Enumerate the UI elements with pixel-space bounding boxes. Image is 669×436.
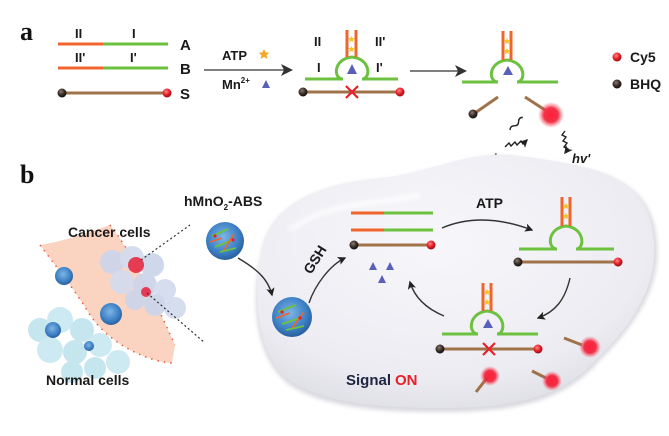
nanoparticle-in-vessel <box>55 267 73 285</box>
normal-cells-cluster <box>28 307 130 383</box>
atp-star-icon <box>348 36 355 42</box>
complex-loop <box>334 55 370 81</box>
atp-star-icon <box>348 46 355 52</box>
cy5-glow <box>542 371 562 391</box>
normal-cells-label: Normal cells <box>46 372 129 388</box>
mn-ion-icon <box>503 66 513 75</box>
cy5-fluorophore <box>533 344 543 354</box>
atp-star-icon <box>483 289 491 295</box>
strand-a-label: A <box>180 37 191 54</box>
atp-star-icon <box>503 48 511 54</box>
mn-label: Mn2+ <box>222 76 250 92</box>
domain-label-ii: II <box>75 26 82 41</box>
legend-cy5-marker <box>612 52 622 62</box>
emission-arrow-icon <box>560 130 573 155</box>
bhq-quencher <box>298 87 308 97</box>
cy5-fluorophore <box>426 240 436 250</box>
uptake-arrow <box>237 257 275 297</box>
strand-a: II I A <box>58 26 191 54</box>
cy5-glow <box>538 102 564 128</box>
atp-star-icon <box>258 49 270 59</box>
tissue-illustration <box>28 224 206 383</box>
substrate-s: S <box>57 86 190 103</box>
bhq-quencher <box>349 240 359 250</box>
nanoparticle-label: hMnO2-ABS <box>184 193 262 212</box>
cy5-glow <box>480 366 500 386</box>
mn-ion-icon <box>262 80 270 88</box>
cy5-glow <box>579 336 601 358</box>
complex-label-i-prime: I' <box>376 60 383 75</box>
mn-ion-icon <box>369 262 377 270</box>
cancer-cells-label: Cancer cells <box>68 224 151 240</box>
strand-b-label: B <box>180 61 191 78</box>
mn-ion-icon <box>386 262 394 270</box>
hmno2-abs-nanoparticle <box>206 222 244 260</box>
recycle-arrow <box>407 280 445 317</box>
nanoparticle-normal-cell <box>84 341 94 351</box>
atp-label-b: ATP <box>476 195 503 211</box>
mn-ion-icon <box>347 64 357 74</box>
aptazyme-complex-bound: II II' I I' <box>298 30 405 99</box>
bhq-quencher <box>513 257 523 267</box>
legend-bhq-marker <box>612 79 622 89</box>
excitation-arrow-icon <box>504 139 528 148</box>
reaction-arrow-1: ATP Mn2+ <box>204 48 293 92</box>
mn-ion-icon <box>483 319 493 328</box>
cancer-cells-cluster <box>100 246 186 319</box>
atp-star-icon <box>562 213 570 219</box>
domain-label-i: I <box>132 26 136 41</box>
zoom-line-bottom <box>146 292 206 344</box>
domain-label-i-prime: I' <box>130 50 137 65</box>
cleavage-site-x-icon <box>345 85 359 99</box>
substrate-fragment-bhq <box>474 95 499 115</box>
legend-cy5-label: Cy5 <box>630 49 656 65</box>
complex-label-i: I <box>317 60 321 75</box>
panel-a-label: a <box>20 17 33 46</box>
activated-cancer-cell <box>128 257 144 273</box>
assembled-complex <box>513 197 623 267</box>
cy5-fluorophore <box>162 88 172 98</box>
excitation-wave-icon <box>509 116 523 131</box>
cy5-fluorophore <box>395 87 405 97</box>
atp-label: ATP <box>222 48 247 63</box>
atp-binding-arrow <box>441 219 534 232</box>
blood-vessel <box>40 225 175 363</box>
bhq-quencher <box>57 88 67 98</box>
legend: Cy5 BHQ <box>612 49 661 92</box>
substrate-label: S <box>180 86 190 103</box>
internalized-nanoparticle <box>272 297 312 337</box>
mn-ion-icon <box>378 275 386 283</box>
zoom-line-top <box>140 224 191 261</box>
cy5-fluorophore <box>613 257 623 267</box>
legend-bhq-label: BHQ <box>630 76 661 92</box>
activated-cancer-cell <box>141 287 151 297</box>
released-cy5-fragments <box>474 336 601 393</box>
atp-star-icon <box>503 38 511 44</box>
cleavage-site-x-icon <box>482 342 496 356</box>
nanoparticle-normal-cell <box>45 322 61 338</box>
nanoparticle-in-vessel <box>100 303 122 325</box>
cancer-cell-body <box>256 154 658 412</box>
gsh-degradation-arrow <box>308 257 347 304</box>
bhq-quencher <box>435 344 445 354</box>
atp-star-icon <box>562 203 570 209</box>
complex-label-ii: II <box>314 34 321 49</box>
emission-label: hv' <box>572 151 591 166</box>
bhq-quencher <box>468 109 478 119</box>
cleaving-complex <box>435 283 543 356</box>
domain-label-ii-prime: II' <box>75 50 85 65</box>
cell-membrane <box>257 154 655 408</box>
released-strands <box>349 211 436 283</box>
complex-label-ii-prime: II' <box>375 34 385 49</box>
mn-binding-arrow <box>536 277 571 320</box>
cleaved-complex: hv hv' <box>462 31 591 166</box>
panel-b-label: b <box>20 160 34 189</box>
atp-star-icon <box>483 299 491 305</box>
strand-b: II' I' B <box>58 50 191 78</box>
complex-loop <box>489 58 525 84</box>
